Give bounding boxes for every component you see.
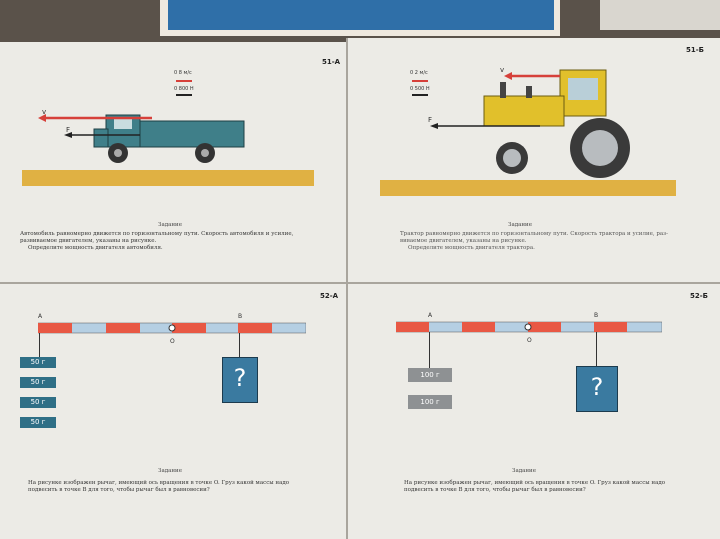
velocity-label: v <box>42 108 47 116</box>
poster-number: 52-А <box>320 292 339 300</box>
task-title: Задание <box>508 222 532 228</box>
weight-hook <box>39 333 40 357</box>
weight-50g: 50 г <box>20 357 56 368</box>
velocity-scale-bar <box>176 80 192 82</box>
point-a-label: A <box>428 312 433 319</box>
background-blue-panel <box>168 0 554 30</box>
ground-strip <box>22 170 314 186</box>
poster-number: 52-Б <box>690 292 708 300</box>
weight-50g: 50 г <box>20 377 56 388</box>
unknown-hook <box>596 332 597 366</box>
force-scale-label: 0 500 Н <box>410 86 430 92</box>
question-mark: ? <box>233 364 247 392</box>
weight-50g: 50 г <box>20 417 56 428</box>
poster-51b <box>348 38 720 282</box>
truck-illustration <box>38 114 245 163</box>
question-mark: ? <box>590 373 604 401</box>
point-o-label: O <box>527 337 532 344</box>
point-b-label: B <box>594 312 599 319</box>
weight-100g: 100 г <box>408 368 452 382</box>
velocity-label: v <box>500 66 505 74</box>
unknown-weight-box: ? <box>222 357 258 403</box>
force-label: F <box>428 116 433 124</box>
lever-bar <box>38 322 306 334</box>
pivot-point <box>168 324 176 332</box>
point-a-label: A <box>38 313 43 320</box>
ground-strip <box>380 180 676 196</box>
velocity-scale-bar <box>412 80 428 82</box>
unknown-hook <box>239 333 240 357</box>
weight-100g: 100 г <box>408 395 452 409</box>
velocity-scale-label: 0 2 м/с <box>410 70 428 76</box>
weight-50g: 50 г <box>20 397 56 408</box>
background-right-paper <box>600 0 720 30</box>
point-o-label: O <box>170 338 175 345</box>
point-b-label: B <box>238 313 243 320</box>
poster-number: 51-А <box>322 58 341 66</box>
velocity-scale-label: 0 8 м/с <box>174 70 192 76</box>
weight-hook <box>429 332 430 368</box>
unknown-weight-box: ? <box>576 366 618 412</box>
force-scale-label: 0 800 Н <box>174 86 194 92</box>
poster-number: 51-Б <box>686 46 704 54</box>
poster-divider-horizontal <box>0 282 720 284</box>
tractor-hood <box>483 95 565 127</box>
force-label: F <box>66 126 71 134</box>
force-scale-bar <box>176 94 192 96</box>
tractor-window <box>568 78 598 100</box>
tractor-illustration <box>430 69 630 178</box>
force-scale-bar <box>412 94 428 96</box>
task-text: На рисунке изображен рычаг, имеющий ось … <box>404 480 666 493</box>
lever-bar <box>396 321 662 333</box>
pivot-point <box>524 323 532 331</box>
task-title: Задание <box>158 468 182 474</box>
task-text: На рисунке изображен рычаг, имеющий ось … <box>28 480 290 493</box>
poster-51a <box>0 42 346 282</box>
task-text: Трактор равномерно движется по горизонта… <box>400 231 669 251</box>
poster-divider-vertical <box>346 38 348 539</box>
task-text: Автомобиль равномерно движется по горизо… <box>20 231 294 251</box>
task-title: Задание <box>512 468 536 474</box>
truck-hood <box>93 128 109 148</box>
truck-body <box>139 120 245 148</box>
truck-window <box>114 119 132 129</box>
task-title: Задание <box>158 222 182 228</box>
